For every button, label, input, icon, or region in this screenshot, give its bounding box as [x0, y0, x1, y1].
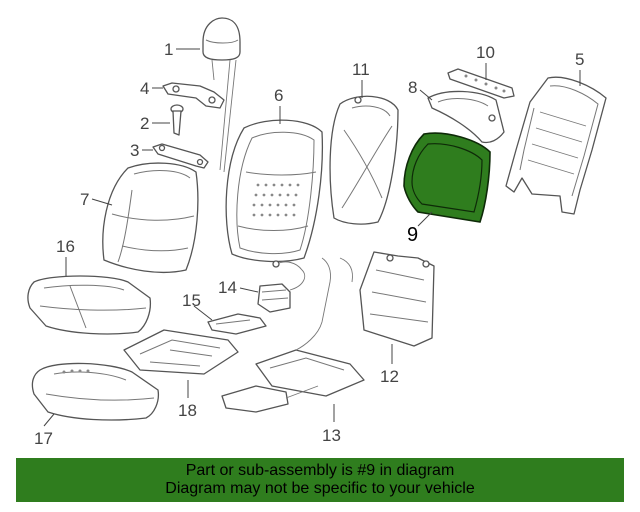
- part-16-cushion-cover: [27, 275, 152, 335]
- callout-2: 2: [140, 114, 170, 133]
- callout-3: 3: [130, 141, 153, 160]
- svg-text:6: 6: [274, 86, 283, 105]
- notice-banner: Part or sub-assembly is #9 in diagram Di…: [16, 458, 624, 502]
- svg-text:18: 18: [178, 401, 197, 420]
- callout-5: 5: [575, 50, 584, 86]
- part-17-cushion-pad: [31, 362, 160, 421]
- svg-text:3: 3: [130, 141, 139, 160]
- svg-text:2: 2: [140, 114, 149, 133]
- svg-text:16: 16: [56, 237, 75, 256]
- callout-10: 10: [476, 43, 495, 80]
- part-8-upper-panel: [427, 90, 505, 144]
- svg-text:13: 13: [322, 426, 341, 445]
- svg-text:15: 15: [182, 291, 201, 310]
- svg-text:1: 1: [164, 40, 173, 59]
- svg-text:8: 8: [408, 78, 417, 97]
- svg-text:4: 4: [140, 79, 149, 98]
- part-2-pin: [170, 104, 184, 136]
- part-15-pad: [207, 313, 267, 335]
- notice-line-2: Diagram may not be specific to your vehi…: [165, 480, 475, 497]
- callout-15: 15: [182, 291, 213, 321]
- part-1-headrest: [202, 17, 241, 173]
- callout-1: 1: [164, 40, 200, 59]
- callout-6: 6: [274, 86, 283, 124]
- callout-18: 18: [178, 380, 197, 420]
- notice-line-1: Part or sub-assembly is #9 in diagram: [185, 462, 455, 479]
- part-9-back-panel: [403, 132, 491, 223]
- svg-text:9: 9: [407, 224, 418, 246]
- callout-17: 17: [34, 413, 55, 448]
- part-7-back-cover: [102, 162, 199, 274]
- part-4-guide: [162, 82, 225, 109]
- part-6-backrest-cover: [225, 119, 323, 263]
- part-5-backrest-frame: [505, 76, 607, 215]
- part-10-trim-strip: [447, 68, 515, 99]
- svg-text:5: 5: [575, 50, 584, 69]
- callout-14: 14: [218, 278, 259, 297]
- callout-11: 11: [352, 60, 370, 98]
- svg-text:14: 14: [218, 278, 237, 297]
- part-14-motor: [257, 260, 306, 313]
- callout-7: 7: [80, 190, 113, 209]
- svg-text:17: 17: [34, 429, 53, 448]
- svg-text:10: 10: [476, 43, 495, 62]
- part-11-backrest-pad: [329, 95, 399, 225]
- svg-text:12: 12: [380, 367, 399, 386]
- svg-text:11: 11: [352, 60, 370, 79]
- callout-9: 9: [407, 211, 433, 246]
- callout-16: 16: [56, 237, 75, 276]
- callout-12: 12: [380, 344, 399, 386]
- part-18-seat-mat: [123, 329, 239, 375]
- callout-4: 4: [140, 79, 163, 98]
- callout-8: 8: [408, 78, 433, 101]
- part-12-side-panel: [359, 251, 435, 347]
- part-3-bracket: [152, 143, 209, 169]
- part-6-perforation: [252, 183, 300, 217]
- callout-13: 13: [322, 404, 341, 445]
- part-13-heater-mat: [221, 257, 365, 413]
- svg-text:7: 7: [80, 190, 89, 209]
